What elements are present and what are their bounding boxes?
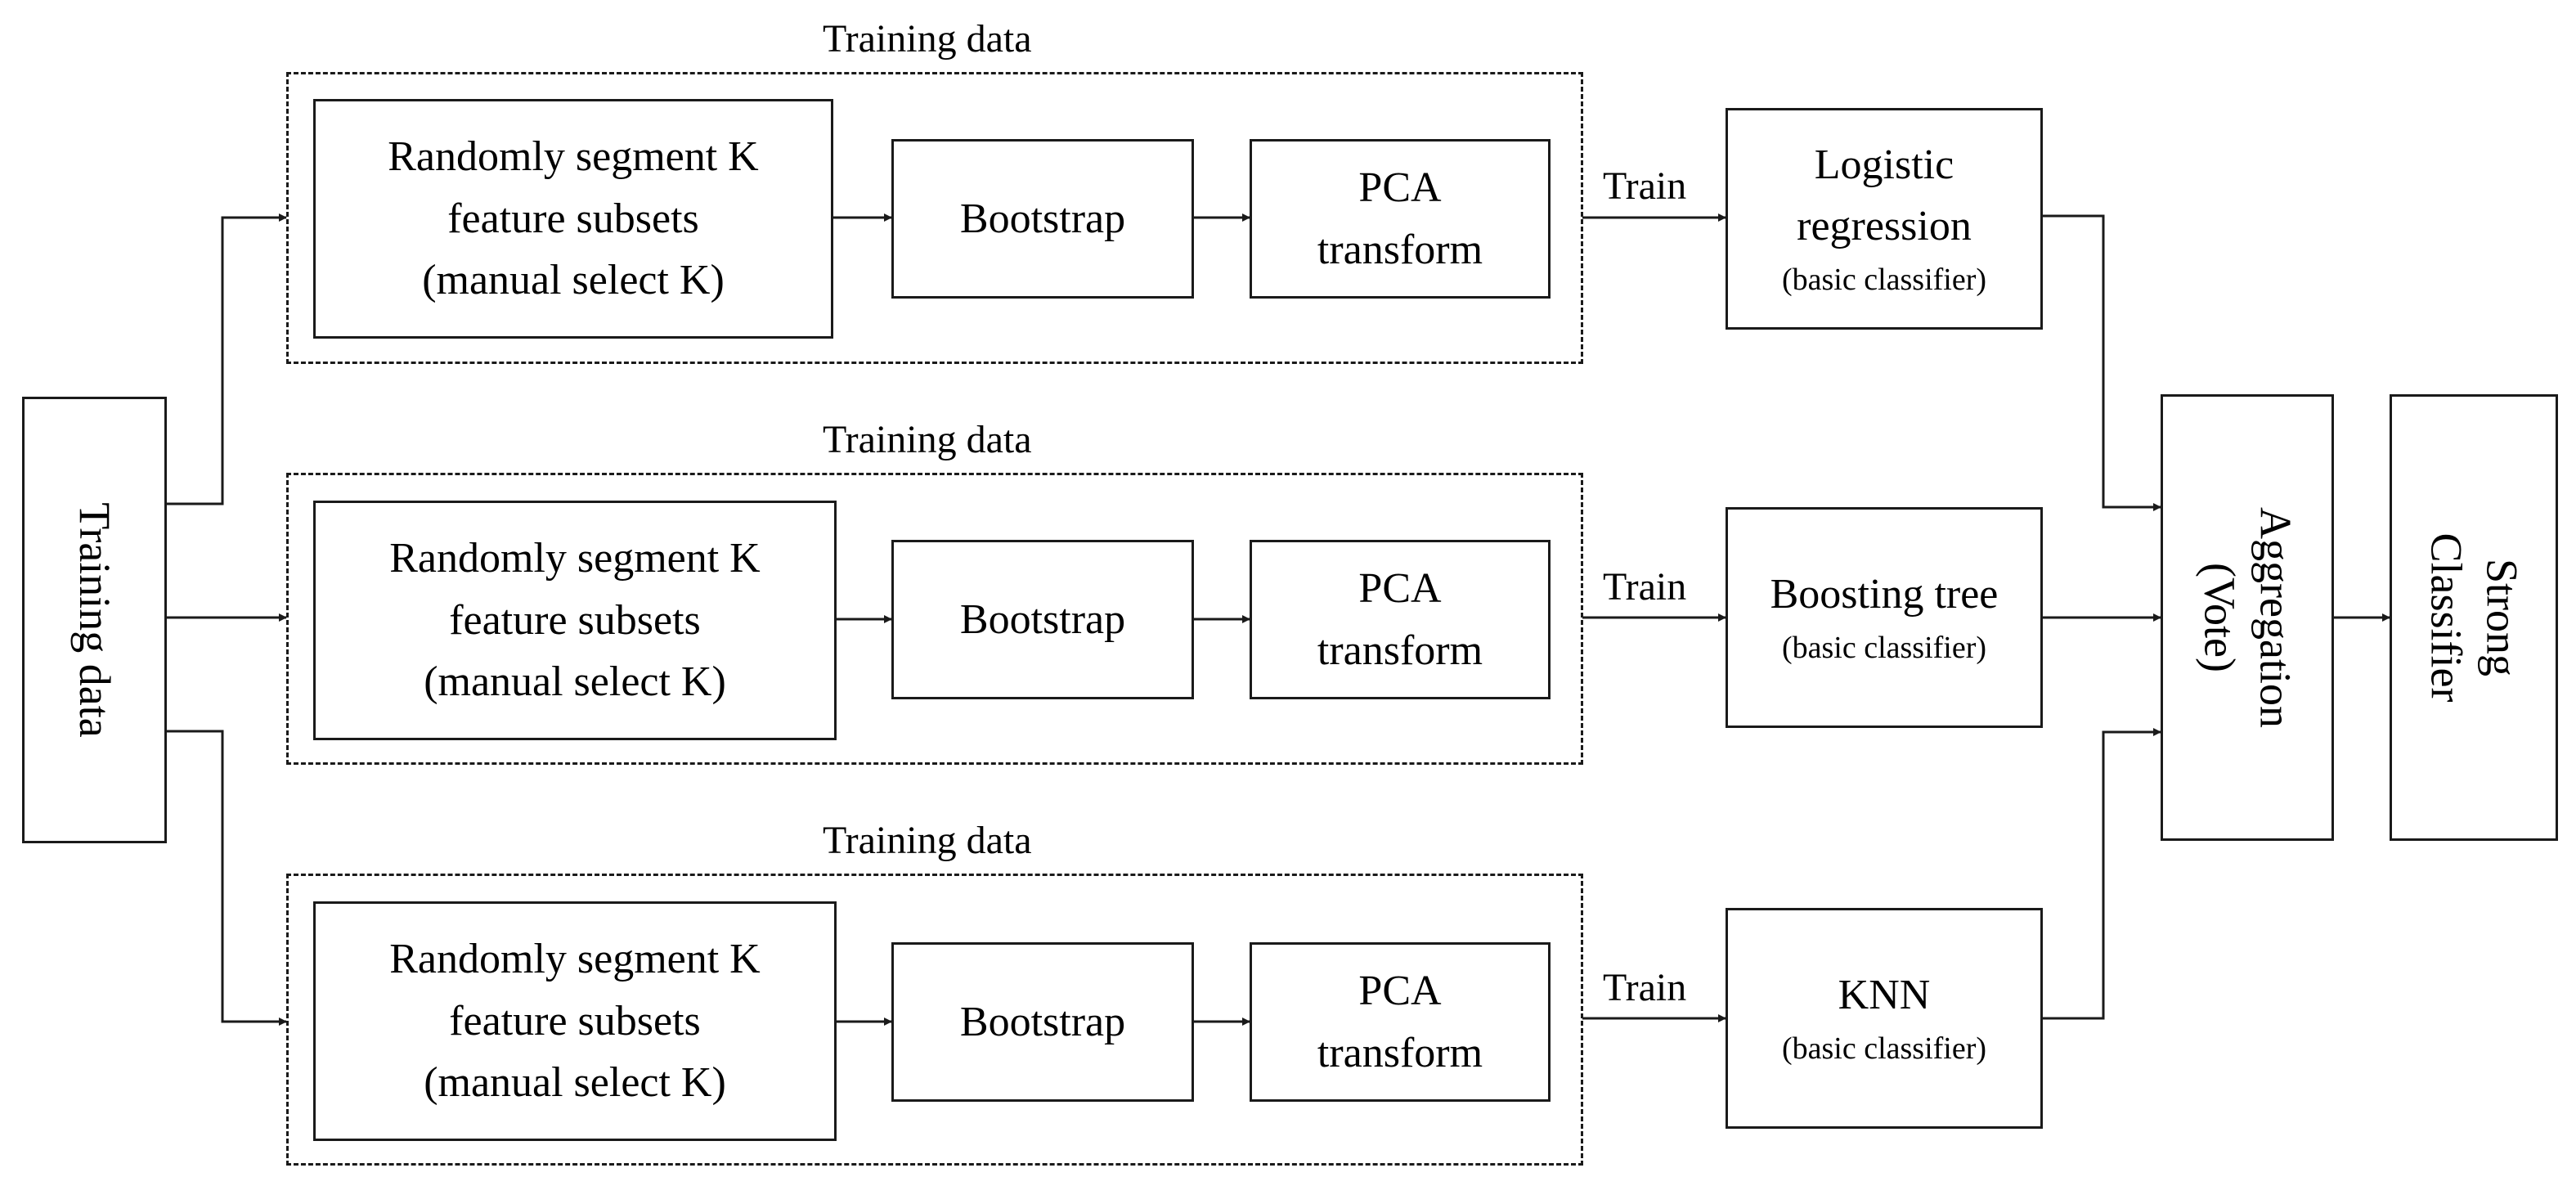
segment-line-2: feature subsets [449,997,701,1044]
bootstrap-label: Bootstrap [959,998,1126,1045]
group-label-3: Training data [823,819,1032,862]
segment-box-1: Randomly segment K feature subsets (manu… [313,99,833,339]
pca-line-2: transform [1317,226,1483,273]
classifier-line-2: regression [1797,203,1972,249]
pca-box-1: PCA transform [1250,139,1551,299]
segment-line-3: (manual select K) [422,257,725,304]
classifier-box-logistic-regression: Logistic regression (basic classifier) [1726,108,2043,330]
train-label-3: Train [1603,966,1687,1009]
arrow-input-to-group-1 [165,213,287,505]
classifier-box-knn: KNN (basic classifier) [1726,908,2043,1129]
arrow-classifier-1-to-aggregation [2042,214,2161,511]
bootstrap-label: Bootstrap [959,195,1126,242]
classifier-line-1: Boosting tree [1770,570,1999,618]
segment-line-1: Randomly segment K [389,936,761,983]
classifier-note: (basic classifier) [1781,631,1987,666]
segment-box-2: Randomly segment K feature subsets (manu… [313,501,837,740]
arrow-classifier-3-to-aggregation [2042,728,2161,1020]
pca-line-1: PCA [1358,968,1442,1015]
segment-line-3: (manual select K) [424,658,726,706]
training-data-group-2 [286,473,1583,765]
segment-line-3: (manual select K) [424,1059,726,1107]
training-data-input-box [22,397,167,843]
segment-line-2: feature subsets [449,596,701,644]
strong-classifier-line-1: Strong [2477,558,2527,677]
group-label-2: Training data [823,418,1032,461]
pca-box-2: PCA transform [1250,540,1551,699]
classifier-line-1: KNN [1838,971,1931,1018]
training-data-group-3 [286,874,1583,1166]
pca-box-3: PCA transform [1250,942,1551,1102]
pca-line-2: transform [1317,1029,1483,1076]
strong-classifier-line-2: Classifier [2422,532,2471,703]
pca-line-1: PCA [1358,164,1442,212]
arrow-input-to-group-3 [165,730,287,1026]
train-label-1: Train [1603,164,1687,208]
classifier-note: (basic classifier) [1781,263,1987,298]
segment-line-2: feature subsets [447,195,699,242]
segment-line-1: Randomly segment K [389,535,761,582]
train-label-2: Train [1603,565,1687,609]
aggregation-box [2161,394,2334,841]
training-data-group-1 [286,72,1583,364]
segment-line-1: Randomly segment K [388,133,759,181]
pca-line-2: transform [1317,627,1483,674]
bootstrap-label: Bootstrap [959,595,1126,643]
pca-line-1: PCA [1358,565,1442,613]
aggregation-label: Aggregation (Vote) [2192,507,2303,728]
group-label-1: Training data [823,17,1032,61]
classifier-line-1: Logistic [1814,141,1954,188]
classifier-note: (basic classifier) [1781,1031,1987,1067]
training-data-input-label: Training data [70,502,119,738]
bootstrap-box-1: Bootstrap [891,139,1194,299]
aggregation-line-1: Aggregation [2251,507,2300,728]
strong-classifier-label: Strong Classifier [2419,533,2529,703]
bootstrap-box-2: Bootstrap [891,540,1194,699]
strong-classifier-box [2390,394,2558,841]
classifier-box-boosting-tree: Boosting tree (basic classifier) [1726,507,2043,728]
bootstrap-box-3: Bootstrap [891,942,1194,1102]
segment-box-3: Randomly segment K feature subsets (manu… [313,901,837,1141]
aggregation-line-2: (Vote) [2196,563,2245,672]
